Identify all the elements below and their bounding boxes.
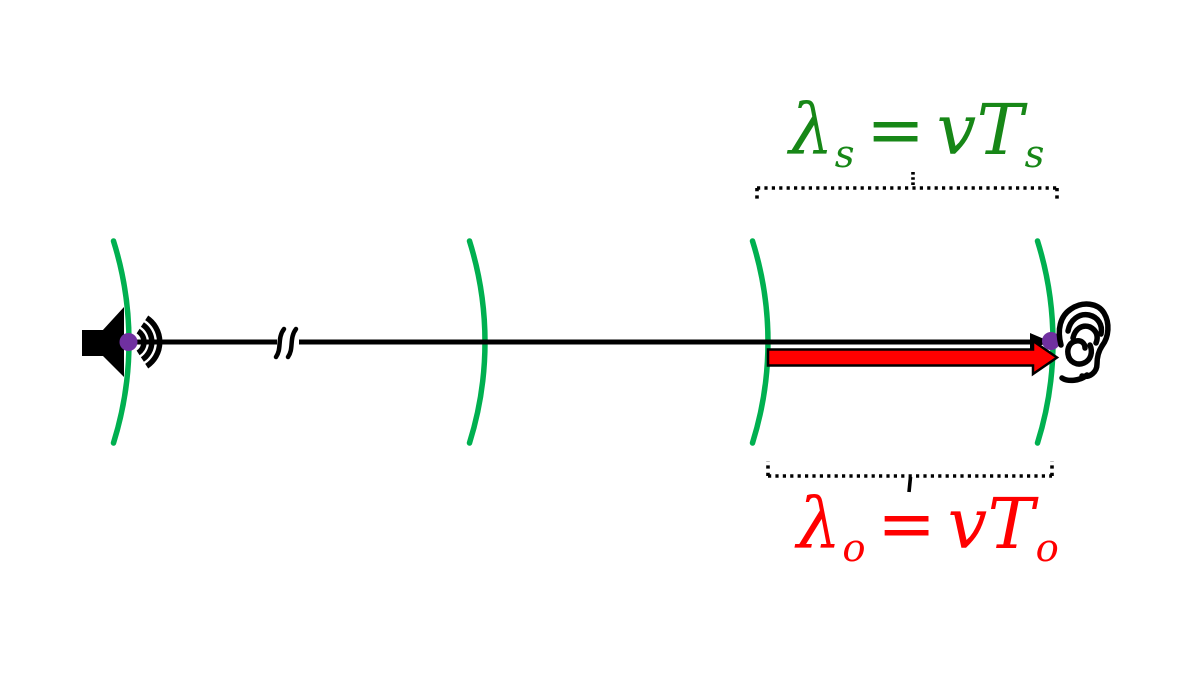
velocity-period-term: vT: [936, 89, 1024, 171]
velocity-period-term: vT: [947, 483, 1035, 565]
speaker-body: [82, 330, 104, 356]
ear-outer-helix: [1056, 301, 1111, 380]
speaker-icon: [82, 307, 163, 377]
lambda-subscript: o: [842, 525, 867, 571]
source-wavelength-equation: λs=vTs: [752, 95, 1082, 174]
ear-concha-spiral: [1065, 338, 1095, 367]
period-subscript: o: [1035, 525, 1060, 571]
line-break-slash: [273, 326, 287, 360]
ear-icon: [1056, 301, 1111, 384]
source-marker-dot: [119, 333, 138, 351]
ear-bottom-line: [1059, 372, 1090, 384]
bracket-mid-tick: [907, 476, 913, 493]
source-wavelength-bracket: [755, 172, 1059, 202]
observed-wavelength-arrow: [766, 338, 1060, 377]
line-break-marker: [273, 326, 299, 360]
period-subscript: s: [1024, 131, 1045, 177]
speaker-cone: [102, 307, 124, 377]
lambda-symbol: λ: [796, 483, 842, 565]
ear-inner-curve: [1070, 323, 1100, 346]
observer-marker-dot: [1042, 332, 1060, 350]
observed-wavelength-bracket: [766, 461, 1054, 493]
lambda-subscript: s: [834, 131, 856, 177]
observed-wavelength-equation: λo=vTo: [768, 489, 1088, 568]
equals-sign: =: [877, 483, 937, 565]
speaker-wave-arc: [140, 322, 155, 362]
ear-inner-curve: [1065, 311, 1105, 337]
speaker-wave-arc: [145, 315, 163, 369]
equals-sign: =: [866, 89, 926, 171]
speaker-sound-waves: [136, 315, 163, 369]
speaker-wave-arc: [136, 328, 147, 356]
lambda-symbol: λ: [789, 89, 835, 171]
line-break-slash: [285, 326, 299, 360]
